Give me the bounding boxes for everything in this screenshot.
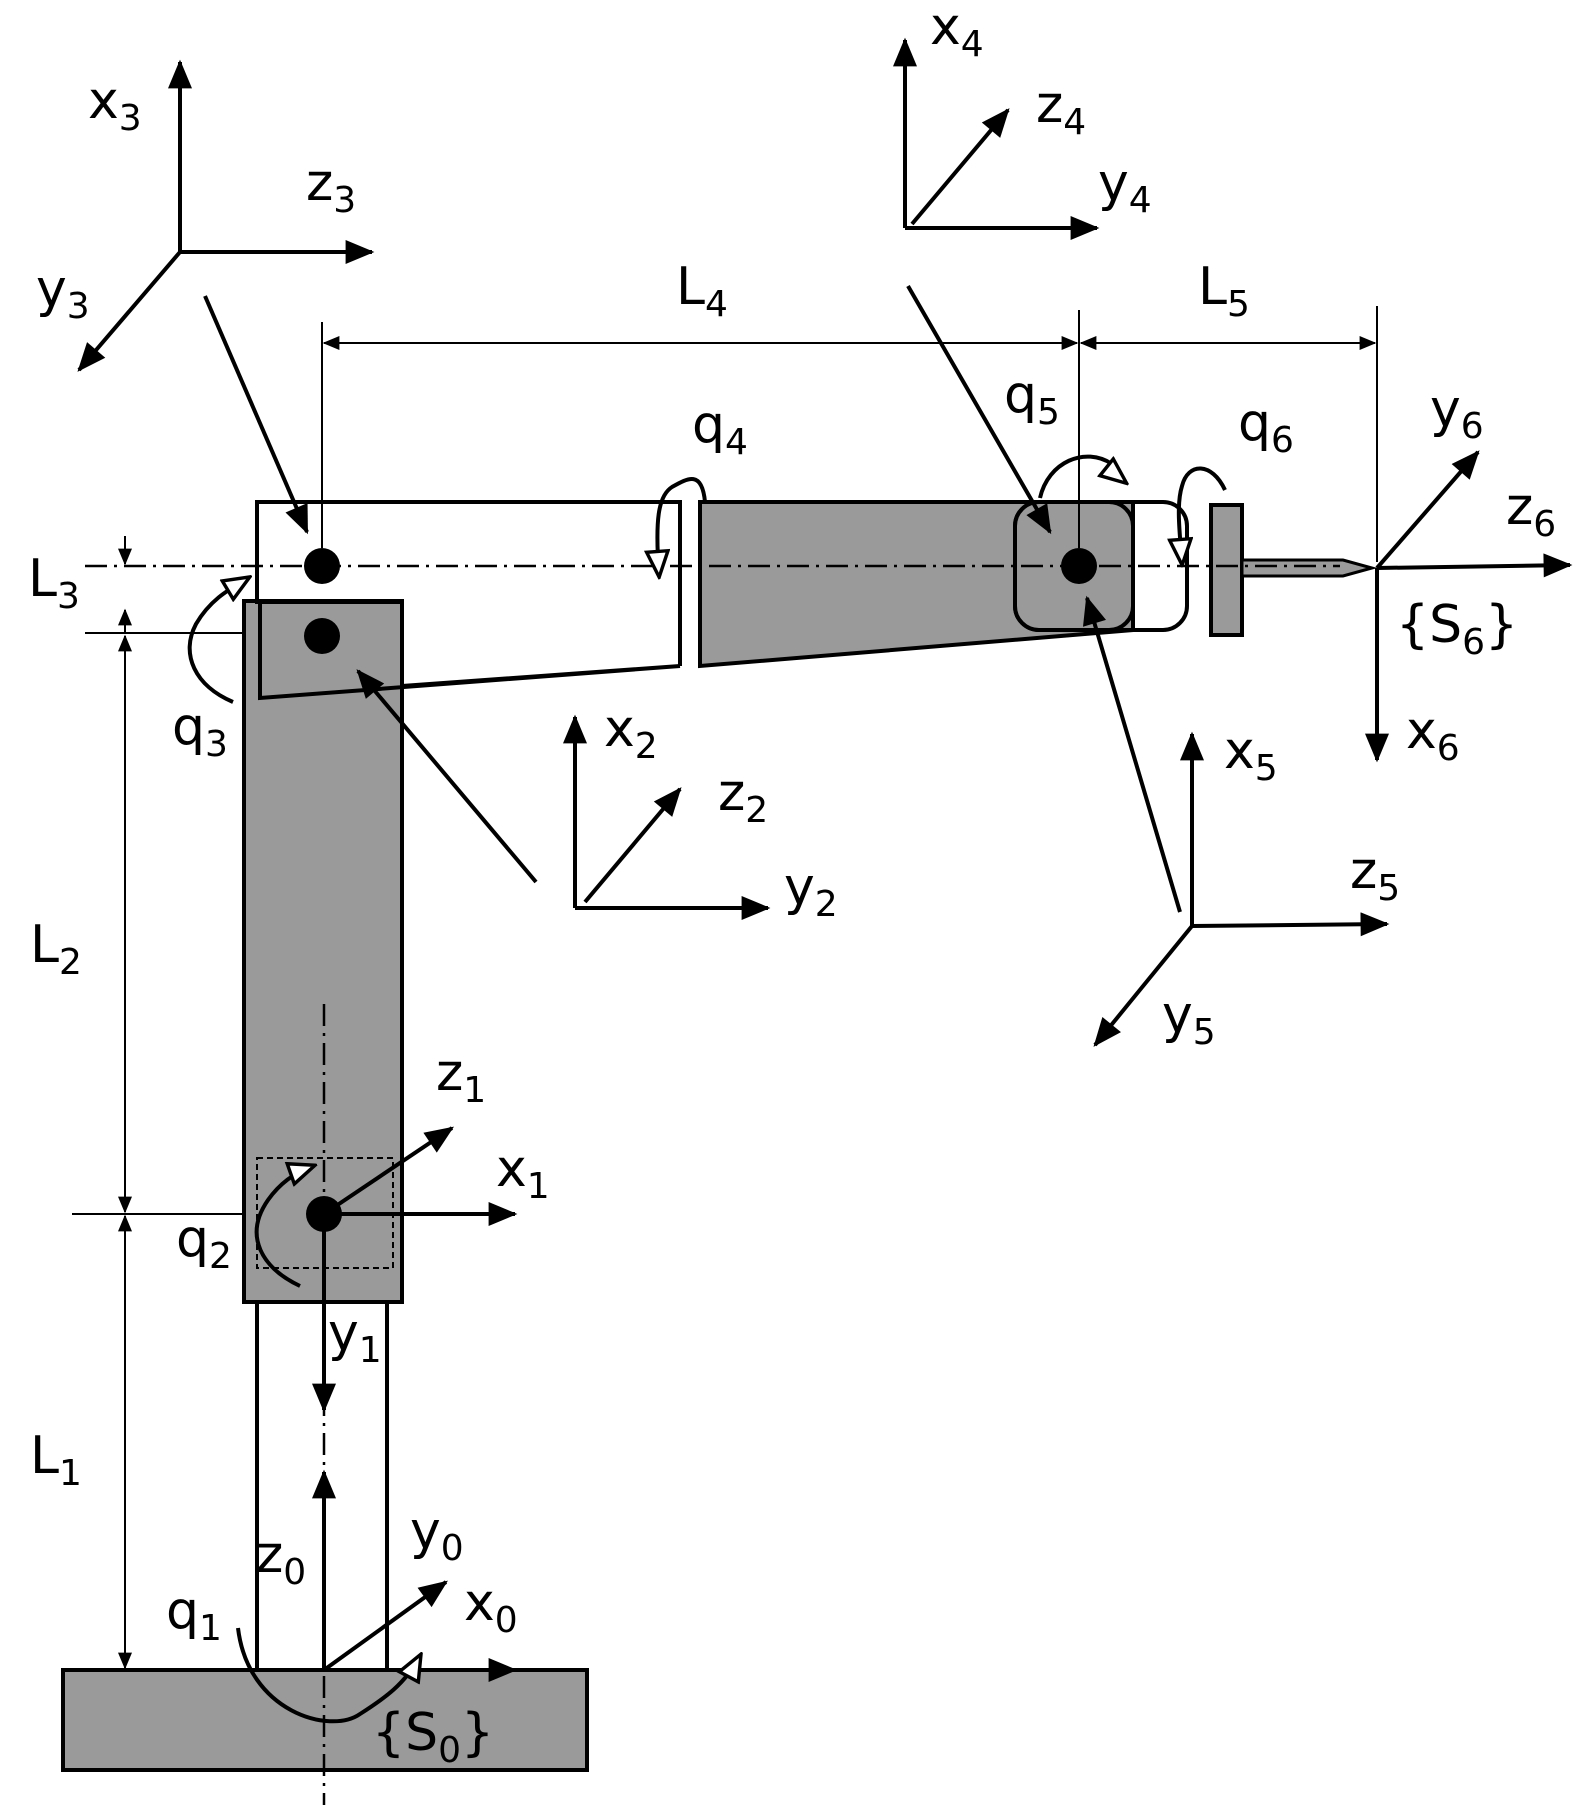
label-x4: x4 (930, 0, 984, 65)
label-l5: L5 (1198, 257, 1250, 325)
label-z4: z4 (1036, 75, 1086, 143)
axis-z5-arrow (1191, 912, 1390, 937)
label-x5: x5 (1224, 721, 1278, 789)
label-q6: q6 (1238, 393, 1294, 461)
coordinate-frames (77, 37, 1573, 1682)
rotation-q3-arrow (187, 578, 248, 704)
label-l4: L4 (676, 257, 728, 325)
label-x3: x3 (88, 71, 142, 139)
label-x6: x6 (1406, 701, 1460, 769)
label-x0: x0 (464, 1573, 518, 1641)
label-y5: y5 (1162, 985, 1216, 1053)
label-q5: q5 (1004, 365, 1060, 433)
label-y3: y3 (36, 259, 90, 327)
axis-y3-arrow (77, 250, 182, 372)
pointer-frame5 (1082, 595, 1182, 913)
axis-z2-arrow (583, 787, 682, 904)
label-y4: y4 (1098, 153, 1152, 221)
rotation-q5-arrow (1038, 454, 1125, 499)
axis-y5-arrow (1093, 924, 1194, 1047)
tool-tip (1240, 558, 1378, 578)
label-q2: q2 (176, 1209, 232, 1277)
label-z2: z2 (718, 763, 768, 831)
rotation-q1-arrow (236, 1627, 420, 1724)
label-x1: x1 (496, 1139, 550, 1207)
joint-dot (1061, 548, 1097, 584)
joint-points (304, 548, 1097, 1232)
joint-dot (304, 548, 340, 584)
pointer-frame4 (906, 285, 1052, 535)
axis-z1-arrow (322, 1126, 454, 1216)
axis-y0-arrow (322, 1580, 448, 1672)
dimensions (72, 306, 1378, 1670)
label-s0: {S0} (372, 1703, 494, 1771)
axis-z6-arrow (1376, 553, 1573, 578)
label-q1: q1 (166, 1581, 222, 1649)
axis-y6-arrow (1375, 450, 1480, 570)
label-l1: L1 (30, 1426, 82, 1494)
label-s6: {S6} (1396, 595, 1518, 663)
label-q3: q3 (172, 697, 228, 765)
label-q4: q4 (692, 395, 748, 463)
labels: z0 y0 x0 {S0} q1 L1 z1 x1 y1 q2 L2 x2 z2… (28, 0, 1556, 1771)
label-z1: z1 (436, 1043, 486, 1111)
label-y6: y6 (1430, 379, 1484, 447)
label-y0: y0 (410, 1501, 464, 1569)
label-y1: y1 (328, 1303, 382, 1371)
label-z3: z3 (306, 153, 356, 221)
link-2-body (242, 599, 404, 1304)
pointer-frame3 (203, 295, 309, 535)
label-x2: x2 (604, 699, 658, 767)
label-z6: z6 (1506, 477, 1556, 545)
label-z0: z0 (256, 1525, 306, 1593)
joint-dot (304, 618, 340, 654)
label-l3: L3 (28, 549, 80, 617)
label-y2: y2 (784, 857, 838, 925)
frame-pointers (203, 285, 1182, 913)
label-z5: z5 (1350, 841, 1400, 909)
flange (1209, 503, 1244, 637)
rotation-q2-arrow (254, 1166, 313, 1288)
rotation-q6-arrow (1179, 466, 1227, 563)
label-l2: L2 (30, 915, 82, 983)
rotation-q4-arrow (657, 477, 707, 575)
joint-rotations (187, 454, 1227, 1724)
pointer-frame2 (356, 669, 538, 884)
axis-z4-arrow (910, 108, 1010, 226)
